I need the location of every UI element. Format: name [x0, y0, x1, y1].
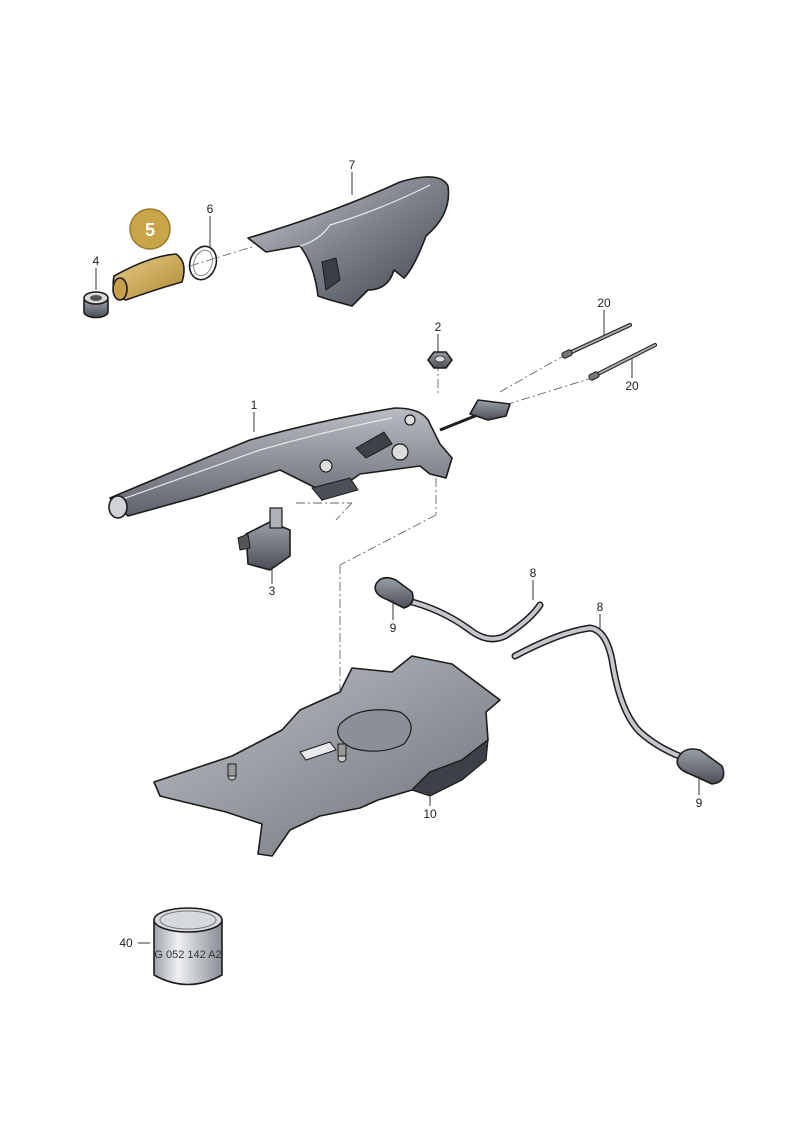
part-6-ring[interactable]	[185, 243, 220, 283]
part-3-switch[interactable]	[237, 507, 291, 571]
part-20-cable-upper[interactable]	[561, 323, 632, 359]
label-part-4: 4	[93, 254, 100, 268]
assembly-line-3-1b	[335, 502, 353, 521]
label-part-8-upper: 8	[530, 566, 537, 580]
part-4-bush[interactable]	[83, 291, 109, 319]
label-part-8-lower: 8	[597, 600, 604, 614]
part-5-grip[interactable]	[112, 253, 185, 301]
assembly-line-6-7	[189, 245, 256, 267]
part-40-sealant-can[interactable]: G 052 142 A2	[153, 907, 223, 986]
part-2-nut[interactable]	[427, 351, 453, 369]
part-7-cover[interactable]	[247, 176, 450, 307]
label-part-3: 3	[269, 584, 276, 598]
label-part-5: 5	[145, 220, 155, 240]
label-part-7: 7	[349, 158, 356, 172]
part-9-grommet-lower[interactable]	[676, 748, 725, 785]
part-5-highlight-bubble[interactable]	[129, 208, 171, 250]
label-part-20-upper: 20	[597, 296, 611, 310]
part-10-base-plate[interactable]	[153, 655, 501, 857]
assembly-line-diag	[339, 514, 437, 566]
sealant-can-text: G 052 142 A2	[154, 949, 221, 961]
label-part-1: 1	[251, 398, 258, 412]
leader-lines	[95, 172, 700, 944]
part-1-handbrake-lever[interactable]	[108, 399, 511, 519]
part-8-cable-upper[interactable]	[400, 596, 544, 643]
label-part-40: 40	[119, 936, 133, 950]
part-number-labels: 1 2 3 4 5 6 7 8 8 9 9 10 20 20 40	[93, 158, 703, 950]
part-20-cable-lower[interactable]	[588, 343, 657, 381]
part-9-grommet-upper[interactable]	[374, 576, 414, 609]
assembly-line-20b	[504, 377, 593, 406]
label-part-2: 2	[435, 320, 442, 334]
label-part-9-lower: 9	[696, 796, 703, 810]
label-part-9-upper: 9	[390, 621, 397, 635]
label-part-20-lower: 20	[625, 379, 639, 393]
label-part-10: 10	[423, 807, 437, 821]
part-8-cable-lower[interactable]	[511, 624, 694, 764]
label-part-6: 6	[207, 202, 214, 216]
assembly-line-20a	[499, 354, 566, 393]
